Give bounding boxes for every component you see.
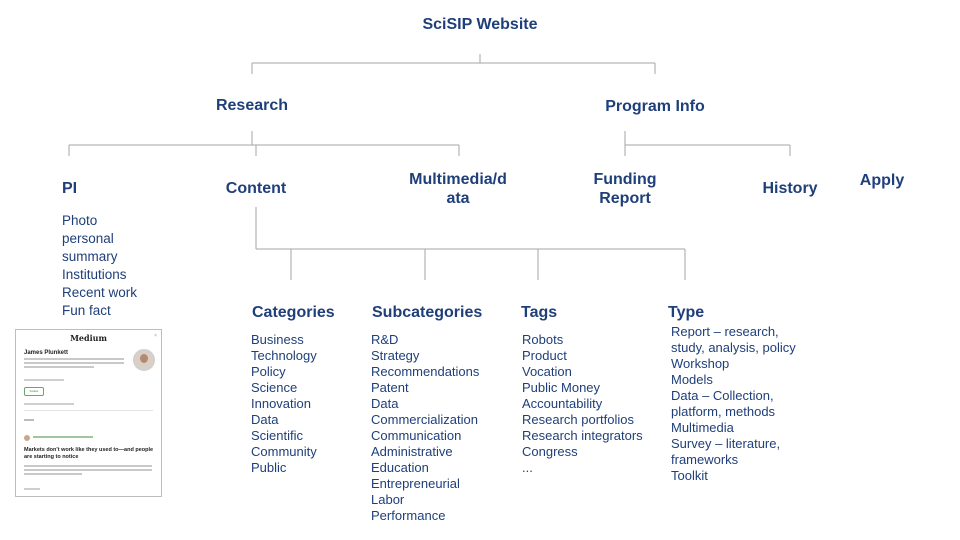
list-item: Robots	[522, 332, 564, 347]
apply-node: Apply	[859, 172, 905, 189]
close-icon: ×	[154, 333, 157, 339]
medium-logo: Medium	[70, 333, 107, 343]
list-item: Research integrators	[522, 428, 643, 443]
root-connector	[251, 54, 656, 74]
content-connector	[255, 207, 686, 280]
list-item: Community	[251, 444, 317, 459]
funding-line2: Report	[599, 190, 651, 207]
follower-stats	[24, 379, 64, 381]
list-item: Multimedia	[671, 420, 734, 435]
list-item: Institutions	[62, 267, 127, 282]
list-item: R&D	[371, 332, 399, 347]
list-item: Toolkit	[671, 468, 708, 483]
subcategories-list: R&D Strategy Recommendations Patent Data…	[371, 332, 479, 524]
follow-button: Follow	[24, 387, 44, 396]
list-item: Photo	[62, 213, 98, 228]
pi-node: PI	[62, 180, 78, 197]
list-item: Product	[522, 348, 567, 363]
list-item: Education	[371, 460, 429, 475]
medium-profile-thumbnail: Medium × James Plunkett Follow Markets d…	[15, 329, 162, 497]
author-name: James Plunkett	[24, 350, 69, 356]
list-item: Policy	[251, 364, 286, 379]
list-item: Business	[251, 332, 304, 347]
post-meta	[33, 436, 93, 438]
categories-list: Business Technology Policy Science Innov…	[251, 332, 317, 476]
list-item: Patent	[371, 380, 409, 395]
list-item: Performance	[371, 508, 446, 523]
research-node: Research	[215, 97, 289, 114]
pi-list: Photo personal summary Institutions Rece…	[62, 212, 137, 320]
list-item: Scientific	[251, 428, 304, 443]
list-item: Data – Collection,	[671, 388, 774, 403]
list-item: Congress	[522, 444, 578, 459]
list-item: Technology	[251, 348, 317, 363]
list-item: Vocation	[522, 364, 572, 379]
list-item: Public Money	[522, 380, 601, 395]
tags-heading: Tags	[521, 304, 558, 321]
list-item: Administrative	[371, 444, 453, 459]
history-node: History	[762, 180, 818, 197]
list-item: platform, methods	[671, 404, 776, 419]
type-list: Report – research, study, analysis, poli…	[671, 324, 796, 484]
profile-tabs	[24, 403, 74, 405]
multimedia-node: Multimedia/d ata	[398, 170, 518, 208]
list-item: Accountability	[522, 396, 603, 411]
subcategories-heading: Subcategories	[372, 304, 483, 321]
list-item: Strategy	[371, 348, 420, 363]
type-heading: Type	[668, 304, 705, 321]
list-item: frameworks	[671, 452, 739, 467]
post-summary	[24, 465, 152, 477]
author-bio	[24, 358, 124, 372]
list-item: Survey – literature,	[671, 436, 781, 451]
list-item: Workshop	[671, 356, 730, 371]
list-item: Science	[251, 380, 298, 395]
list-item: Recent work	[62, 285, 138, 300]
list-item: Report – research,	[671, 324, 779, 339]
list-item: Communication	[371, 428, 462, 443]
mini-avatar	[24, 435, 30, 441]
tags-list: Robots Product Vocation Public Money Acc…	[522, 332, 643, 476]
funding-report-node: Funding Report	[575, 170, 675, 208]
program-info-node: Program Info	[605, 98, 705, 115]
list-item: Fun fact	[62, 303, 111, 318]
list-item: Entrepreneurial	[371, 476, 460, 491]
funding-line1: Funding	[593, 171, 657, 188]
list-item: Innovation	[251, 396, 311, 411]
post-headline: Markets don't work like they used to—and…	[24, 447, 154, 460]
list-item: Data	[371, 396, 399, 411]
list-item: ...	[522, 460, 533, 475]
categories-heading: Categories	[252, 304, 335, 321]
read-more	[24, 488, 40, 490]
multimedia-line1: Multimedia/d	[409, 171, 507, 188]
list-item: Data	[251, 412, 279, 427]
research-connector	[68, 131, 460, 156]
list-item: Public	[251, 460, 287, 475]
divider	[24, 410, 153, 411]
program-info-connector	[624, 131, 791, 156]
list-item: Models	[671, 372, 713, 387]
list-item: Recommendations	[371, 364, 480, 379]
list-item: Labor	[371, 492, 405, 507]
root-node: SciSIP Website	[422, 16, 538, 33]
multimedia-line2: ata	[446, 190, 470, 207]
list-item: summary	[62, 249, 118, 264]
content-node: Content	[225, 180, 287, 197]
list-item: personal	[62, 231, 114, 246]
list-item: Research portfolios	[522, 412, 634, 427]
list-item: Commercialization	[371, 412, 478, 427]
avatar	[133, 349, 155, 371]
latest-label	[24, 419, 34, 421]
list-item: study, analysis, policy	[671, 340, 796, 355]
